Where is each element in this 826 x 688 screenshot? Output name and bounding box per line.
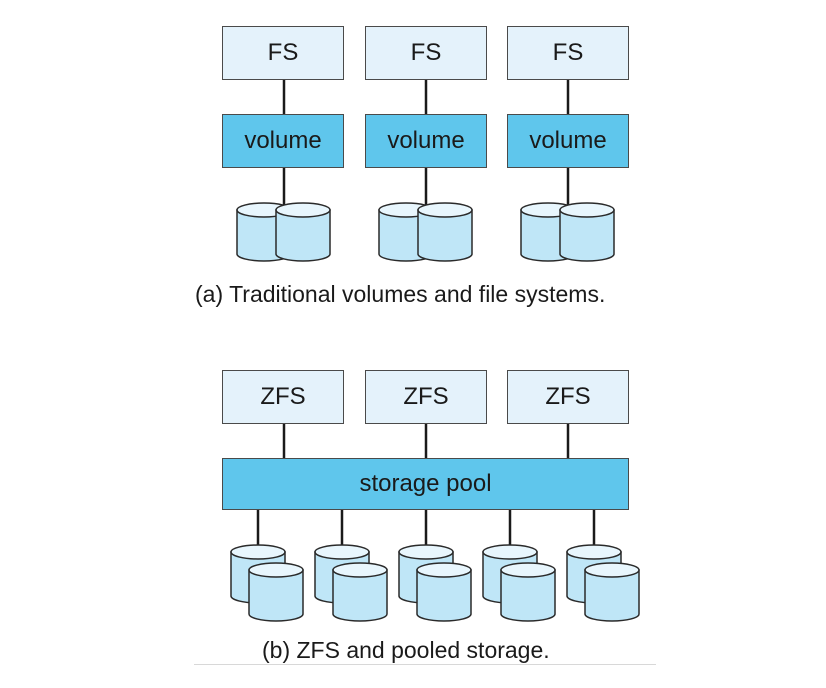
disk-b-5-front	[584, 562, 640, 622]
zfs-box-2: ZFS	[365, 370, 487, 424]
volume-box-2: volume	[365, 114, 487, 168]
disk-a-1-front	[275, 202, 331, 262]
zfs-box-1: ZFS	[222, 370, 344, 424]
disk-b-4-front	[500, 562, 556, 622]
fs-box-3: FS	[507, 26, 629, 80]
caption-a: (a) Traditional volumes and file systems…	[195, 281, 606, 307]
zfs-box-3: ZFS	[507, 370, 629, 424]
volume-box-3: volume	[507, 114, 629, 168]
disk-b-3-front	[416, 562, 472, 622]
storage-pool-box: storage pool	[222, 458, 629, 510]
bottom-divider	[194, 664, 656, 665]
fs-box-2: FS	[365, 26, 487, 80]
disk-a-3-front	[559, 202, 615, 262]
disk-b-1-front	[248, 562, 304, 622]
disk-b-2-front	[332, 562, 388, 622]
caption-b: (b) ZFS and pooled storage.	[262, 637, 550, 663]
volume-box-1: volume	[222, 114, 344, 168]
disk-a-2-front	[417, 202, 473, 262]
fs-box-1: FS	[222, 26, 344, 80]
